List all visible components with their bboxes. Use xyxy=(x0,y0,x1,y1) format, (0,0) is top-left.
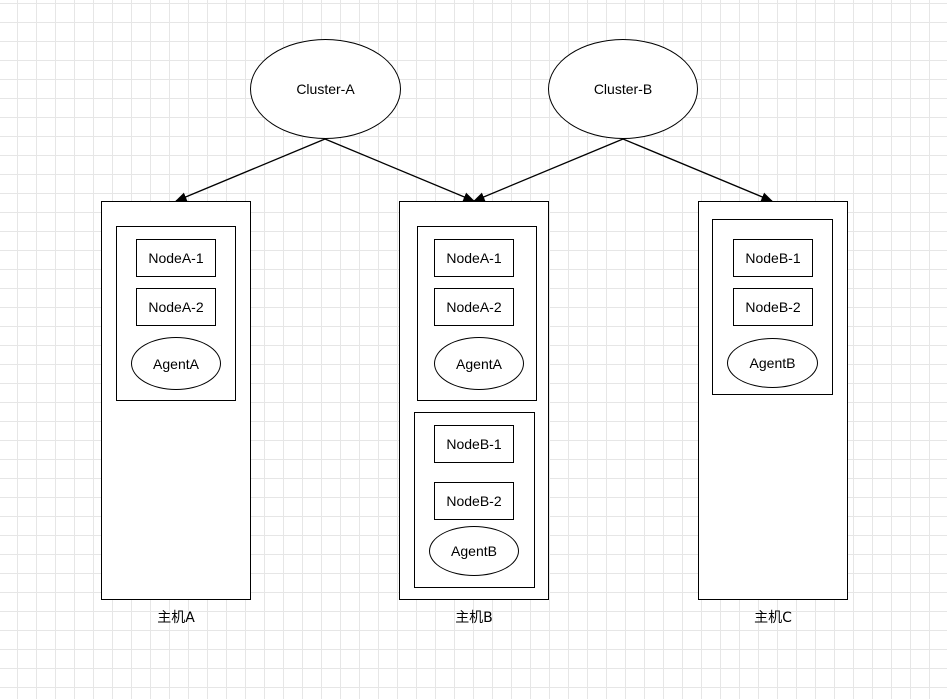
cluster-a-label: Cluster-A xyxy=(296,81,355,97)
host-b-node-a1[interactable]: NodeA-1 xyxy=(434,239,514,277)
edge-cluster-b-to-host-c xyxy=(622,138,774,202)
host-b-agent-a-label: AgentA xyxy=(456,355,502,372)
host-b-label: 主机B xyxy=(455,610,493,626)
host-a-node-a2-label: NodeA-2 xyxy=(148,299,204,315)
host-b-node-b1[interactable]: NodeB-1 xyxy=(434,425,514,463)
edge-cluster-b-to-host-b xyxy=(472,138,624,202)
edge-cluster-a-to-host-b xyxy=(324,138,476,202)
host-c-node-b1-label: NodeB-1 xyxy=(745,250,801,266)
cluster-b[interactable]: Cluster-B xyxy=(548,39,698,139)
host-b-node-b2[interactable]: NodeB-2 xyxy=(434,482,514,520)
host-a-node-a2[interactable]: NodeA-2 xyxy=(136,288,216,326)
edge-cluster-a-to-host-a xyxy=(174,138,326,202)
cluster-a[interactable]: Cluster-A xyxy=(250,39,401,139)
host-a-agent-a-label: AgentA xyxy=(153,355,199,372)
host-b-node-a2[interactable]: NodeA-2 xyxy=(434,288,514,326)
host-b-node-a1-label: NodeA-1 xyxy=(446,250,502,266)
host-a-agent-a[interactable]: AgentA xyxy=(131,337,221,390)
host-c-label: 主机C xyxy=(754,610,792,626)
host-b-node-a2-label: NodeA-2 xyxy=(446,299,502,315)
host-c-node-b2[interactable]: NodeB-2 xyxy=(733,288,813,326)
host-b-agent-b[interactable]: AgentB xyxy=(429,526,519,576)
host-b-node-b2-label: NodeB-2 xyxy=(446,493,502,509)
host-c-node-b2-label: NodeB-2 xyxy=(745,299,801,315)
host-a-node-a1[interactable]: NodeA-1 xyxy=(136,239,216,277)
host-a-label: 主机A xyxy=(157,610,195,626)
host-b-agent-a[interactable]: AgentA xyxy=(434,337,524,390)
host-c-agent-b[interactable]: AgentB xyxy=(727,338,818,388)
cluster-b-label: Cluster-B xyxy=(593,81,653,97)
host-a-node-a1-label: NodeA-1 xyxy=(148,250,204,266)
host-c-agent-b-label: AgentB xyxy=(749,355,796,371)
host-b-agent-b-label: AgentB xyxy=(451,543,497,559)
host-b-node-b1-label: NodeB-1 xyxy=(446,436,502,452)
host-c-node-b1[interactable]: NodeB-1 xyxy=(733,239,813,277)
